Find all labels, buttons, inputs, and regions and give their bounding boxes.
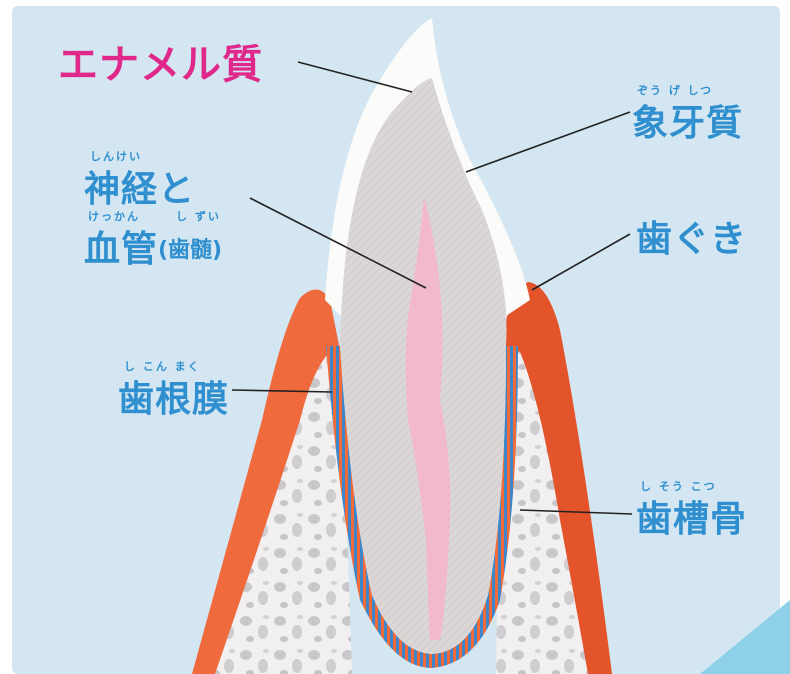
- gum-label: 歯ぐき: [636, 210, 747, 262]
- vessel-label: 血管: [84, 220, 158, 272]
- dentin-label: 象牙質: [632, 94, 743, 146]
- periodontal-label: 歯根膜: [118, 370, 229, 422]
- enamel-label: エナメル質: [58, 32, 263, 90]
- pulp-label: (歯髄): [158, 232, 222, 264]
- alveolar-label: 歯槽骨: [636, 490, 747, 542]
- pulp-ruby: し ずい: [176, 208, 221, 224]
- nerve-label: 神経と: [84, 160, 195, 212]
